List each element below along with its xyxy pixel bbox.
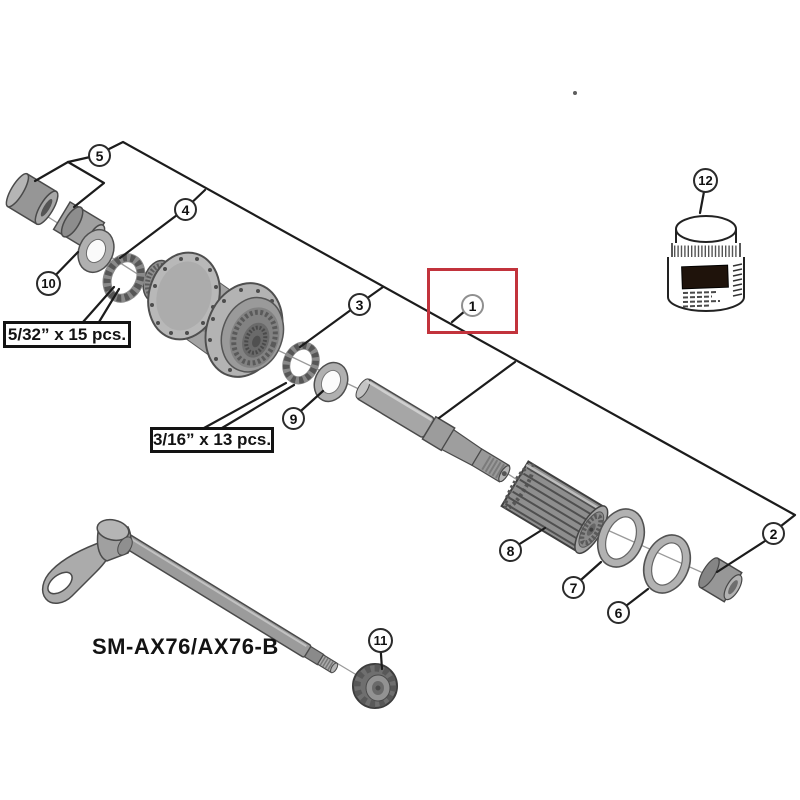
ball-retainer-large: [282, 341, 320, 385]
callout-6: 6: [607, 601, 630, 624]
hub-shell: [142, 251, 285, 378]
axle-nut: [352, 663, 398, 709]
callout-10: 10: [36, 271, 61, 296]
callout-4: 4: [174, 198, 197, 221]
callout-9: 9: [282, 407, 305, 430]
ball-retainer-small: [102, 253, 146, 303]
highlight-box: [427, 268, 518, 334]
callout-2: 2: [762, 522, 785, 545]
model-label: SM-AX76/AX76-B: [92, 634, 279, 659]
seal-ring-7: [596, 508, 646, 568]
grease-jar: [667, 215, 745, 312]
callout-1: 1: [461, 294, 484, 317]
leader-lines: [33, 140, 797, 671]
callout-7: 7: [562, 576, 585, 599]
callout-5: 5: [88, 144, 111, 167]
thru-axle-shaft: [111, 527, 339, 674]
left-flange-spoke-holes: [150, 257, 218, 335]
callout-3: 3: [348, 293, 371, 316]
dust-speck: [573, 91, 577, 95]
axle-end-cap: [698, 557, 743, 603]
axle-cap: [5, 172, 59, 226]
callout-11: 11: [368, 628, 393, 653]
large-bearing-label: 3/16” x 13 pcs.: [150, 427, 274, 453]
seal-washer: [77, 228, 115, 274]
hub-bore: [220, 296, 285, 373]
hub-axle: [355, 378, 511, 483]
callout-12: 12: [693, 168, 718, 193]
small-bearing-label: 5/32” x 15 pcs.: [3, 321, 131, 348]
seal-ring-6: [642, 534, 692, 594]
freehub-body: [500, 460, 609, 555]
thru-axle-lever: [41, 518, 133, 604]
callout-8: 8: [499, 539, 522, 562]
